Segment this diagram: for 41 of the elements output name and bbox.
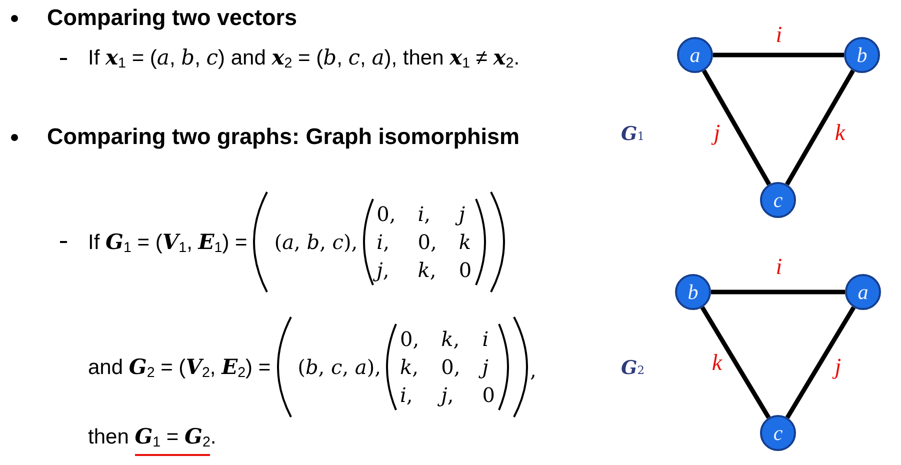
- edge-label: i: [776, 23, 782, 47]
- matrix-entry: k: [458, 229, 471, 256]
- graph-vertex: c: [760, 415, 796, 451]
- edge-label: j: [714, 121, 720, 145]
- bullet-heading: Comparing two graphs: Graph isomorphism: [47, 123, 520, 151]
- matrix-entry: 0,: [441, 354, 460, 381]
- graph-edge: [702, 69, 772, 186]
- equation-text: and G$_{2}$ = (V$_{2}$, E$_{2}$) =: [88, 352, 271, 382]
- graph-vertex: b: [844, 37, 880, 73]
- matrix-entry: 0,: [400, 326, 420, 353]
- matrix-entry: k,: [418, 257, 436, 284]
- matrix-entry: i,: [418, 201, 431, 228]
- edge-label: k: [712, 351, 722, 375]
- conclusion-text: then G$_{1}$ = G$_{2}$.: [88, 422, 216, 452]
- matrix-entry: 0,: [376, 201, 396, 228]
- matrix-entry: i,: [400, 382, 413, 409]
- matrix-entry: i: [482, 326, 489, 353]
- equation-comma: ,: [530, 357, 536, 383]
- graph-vertex: b: [675, 274, 711, 310]
- graph-edge: [785, 69, 855, 186]
- matrix-entry: 0: [482, 382, 495, 409]
- vertex-tuple: (b, c, a),: [298, 354, 382, 380]
- graph-vertex: a: [677, 37, 713, 73]
- edge-label: j: [834, 355, 842, 379]
- graph-edge: [785, 306, 856, 419]
- graph-edge: [713, 52, 844, 58]
- matrix-entry: 0: [458, 257, 472, 284]
- matrix-entry: k,: [441, 326, 460, 353]
- graph-vertex: c: [760, 182, 796, 218]
- matrix-entry: i,: [376, 229, 390, 256]
- graph-vertex: a: [845, 274, 881, 310]
- graph-edge: [700, 306, 771, 419]
- edge-label: i: [776, 255, 782, 279]
- bullet-heading: Comparing two vectors: [47, 4, 298, 32]
- matrix-entry: k,: [400, 354, 418, 381]
- statement-text: If x$_{1}$ = (a, b, c) and x$_{2}$ = (b, c, a), then x$_{1}$ ≠ x$_{2}$.: [88, 44, 520, 72]
- equation-text: If G$_{1}$ = (V$_{1}$, E$_{1}$) =: [88, 228, 248, 256]
- vertex-tuple: (a, b, c),: [274, 229, 358, 255]
- matrix-entry: 0,: [418, 229, 437, 256]
- graph-edge: [711, 290, 845, 294]
- edge-label: k: [834, 121, 846, 145]
